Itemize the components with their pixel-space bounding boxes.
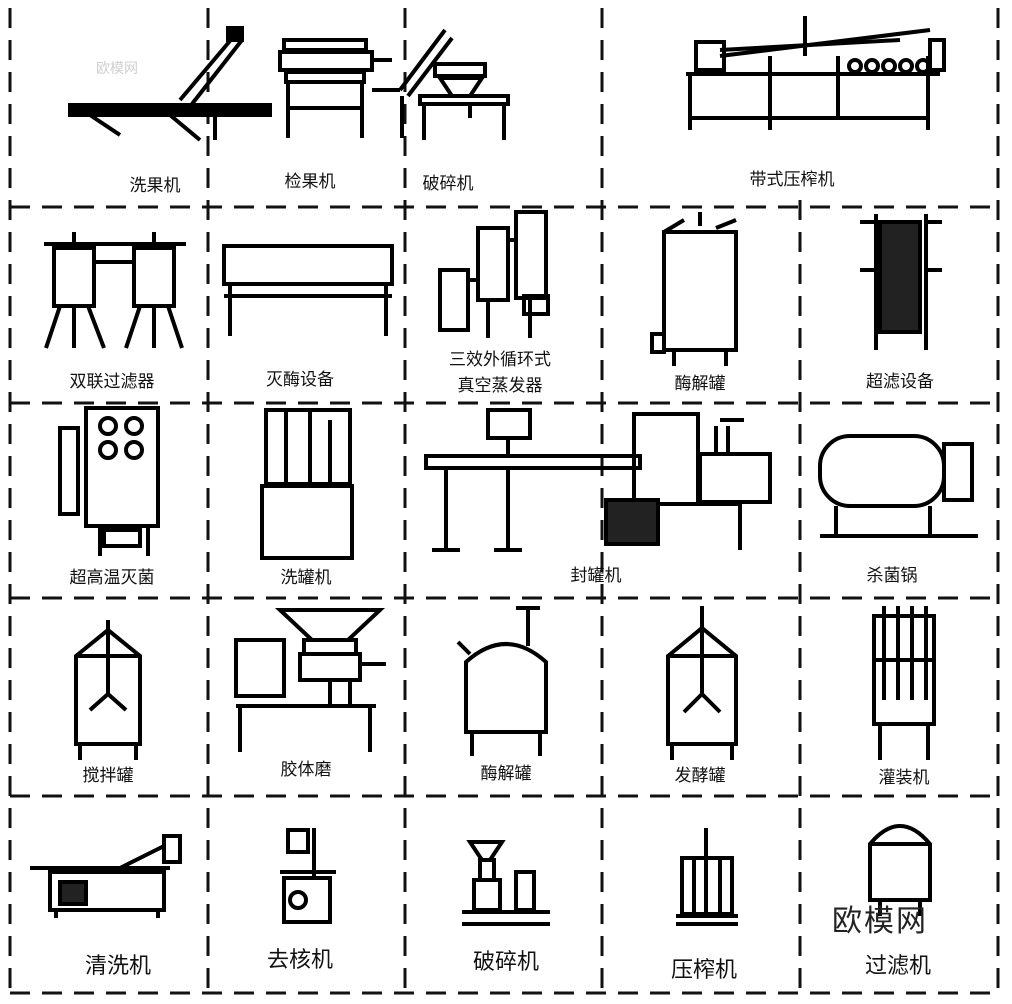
label-belt-press: 带式压榨机 [749, 170, 835, 190]
label-enzyme-inactivation-equipment: 灭酶设备 [266, 370, 334, 390]
label-can-sealer: 封罐机 [570, 566, 622, 586]
watermark-faint: 欧模网 [96, 61, 138, 77]
watermark-logo: 欧模网 [832, 904, 928, 939]
fruit-sorting-machine-icon [278, 38, 400, 138]
can-washer-icon [260, 408, 354, 560]
pitting-machine-icon [280, 828, 336, 924]
uht-sterilizer-icon [58, 406, 160, 556]
label-crusher-bottom: 破碎机 [472, 950, 540, 975]
belt-press-icon [686, 16, 946, 130]
label-sterilization-retort: 杀菌锅 [866, 566, 918, 586]
label-fruit-sorting-machine: 检果机 [284, 172, 336, 192]
label-vacuum-evaporator-line2: 真空蒸发器 [457, 376, 543, 396]
washing-machine-icon [30, 834, 182, 918]
label-fermentation-tank: 发酵罐 [674, 766, 726, 786]
label-filter-machine: 过滤机 [864, 954, 932, 979]
label-ultrafiltration-equipment: 超滤设备 [866, 372, 934, 392]
enzymolysis-tank-top-icon [650, 212, 738, 366]
label-fruit-washer: 洗果机 [129, 176, 181, 196]
vacuum-evaporator-icon [438, 210, 550, 338]
crusher-top-icon [398, 28, 510, 140]
label-duplex-filter: 双联过滤器 [69, 372, 155, 392]
enzymolysis-tank-bottom-icon [456, 606, 548, 756]
label-enzymolysis-tank-bottom: 酶解罐 [480, 764, 532, 784]
colloid-mill-icon [234, 608, 386, 752]
press-machine-icon [676, 828, 738, 926]
duplex-filter-icon [44, 232, 186, 349]
mixing-tank-icon [74, 620, 142, 760]
ultrafiltration-equipment-icon [860, 214, 942, 350]
label-mixing-tank: 搅拌罐 [82, 766, 134, 786]
label-washing-machine: 清洗机 [84, 954, 152, 979]
filling-machine-icon [872, 606, 936, 760]
label-filling-machine: 灌装机 [878, 768, 930, 788]
label-press-machine: 压榨机 [670, 958, 738, 983]
label-crusher-top: 破碎机 [422, 174, 474, 194]
label-colloid-mill: 胶体磨 [280, 760, 332, 780]
can-sealer-icon [424, 408, 772, 552]
label-pitting-machine: 去核机 [266, 948, 334, 973]
filter-machine-icon [868, 824, 932, 916]
grid-lines [8, 8, 1000, 995]
fermentation-tank-icon [666, 606, 738, 760]
label-enzymolysis-tank-top: 酶解罐 [674, 374, 726, 394]
fruit-washer-icon [68, 26, 272, 142]
sterilization-retort-icon [818, 434, 978, 538]
crusher-bottom-icon [462, 840, 550, 926]
label-can-washer: 洗罐机 [280, 568, 332, 588]
label-uht-sterilizer: 超高温灭菌 [69, 568, 155, 588]
enzyme-inactivation-equipment-icon [222, 244, 394, 336]
label-vacuum-evaporator-line1: 三效外循环式 [449, 350, 551, 370]
